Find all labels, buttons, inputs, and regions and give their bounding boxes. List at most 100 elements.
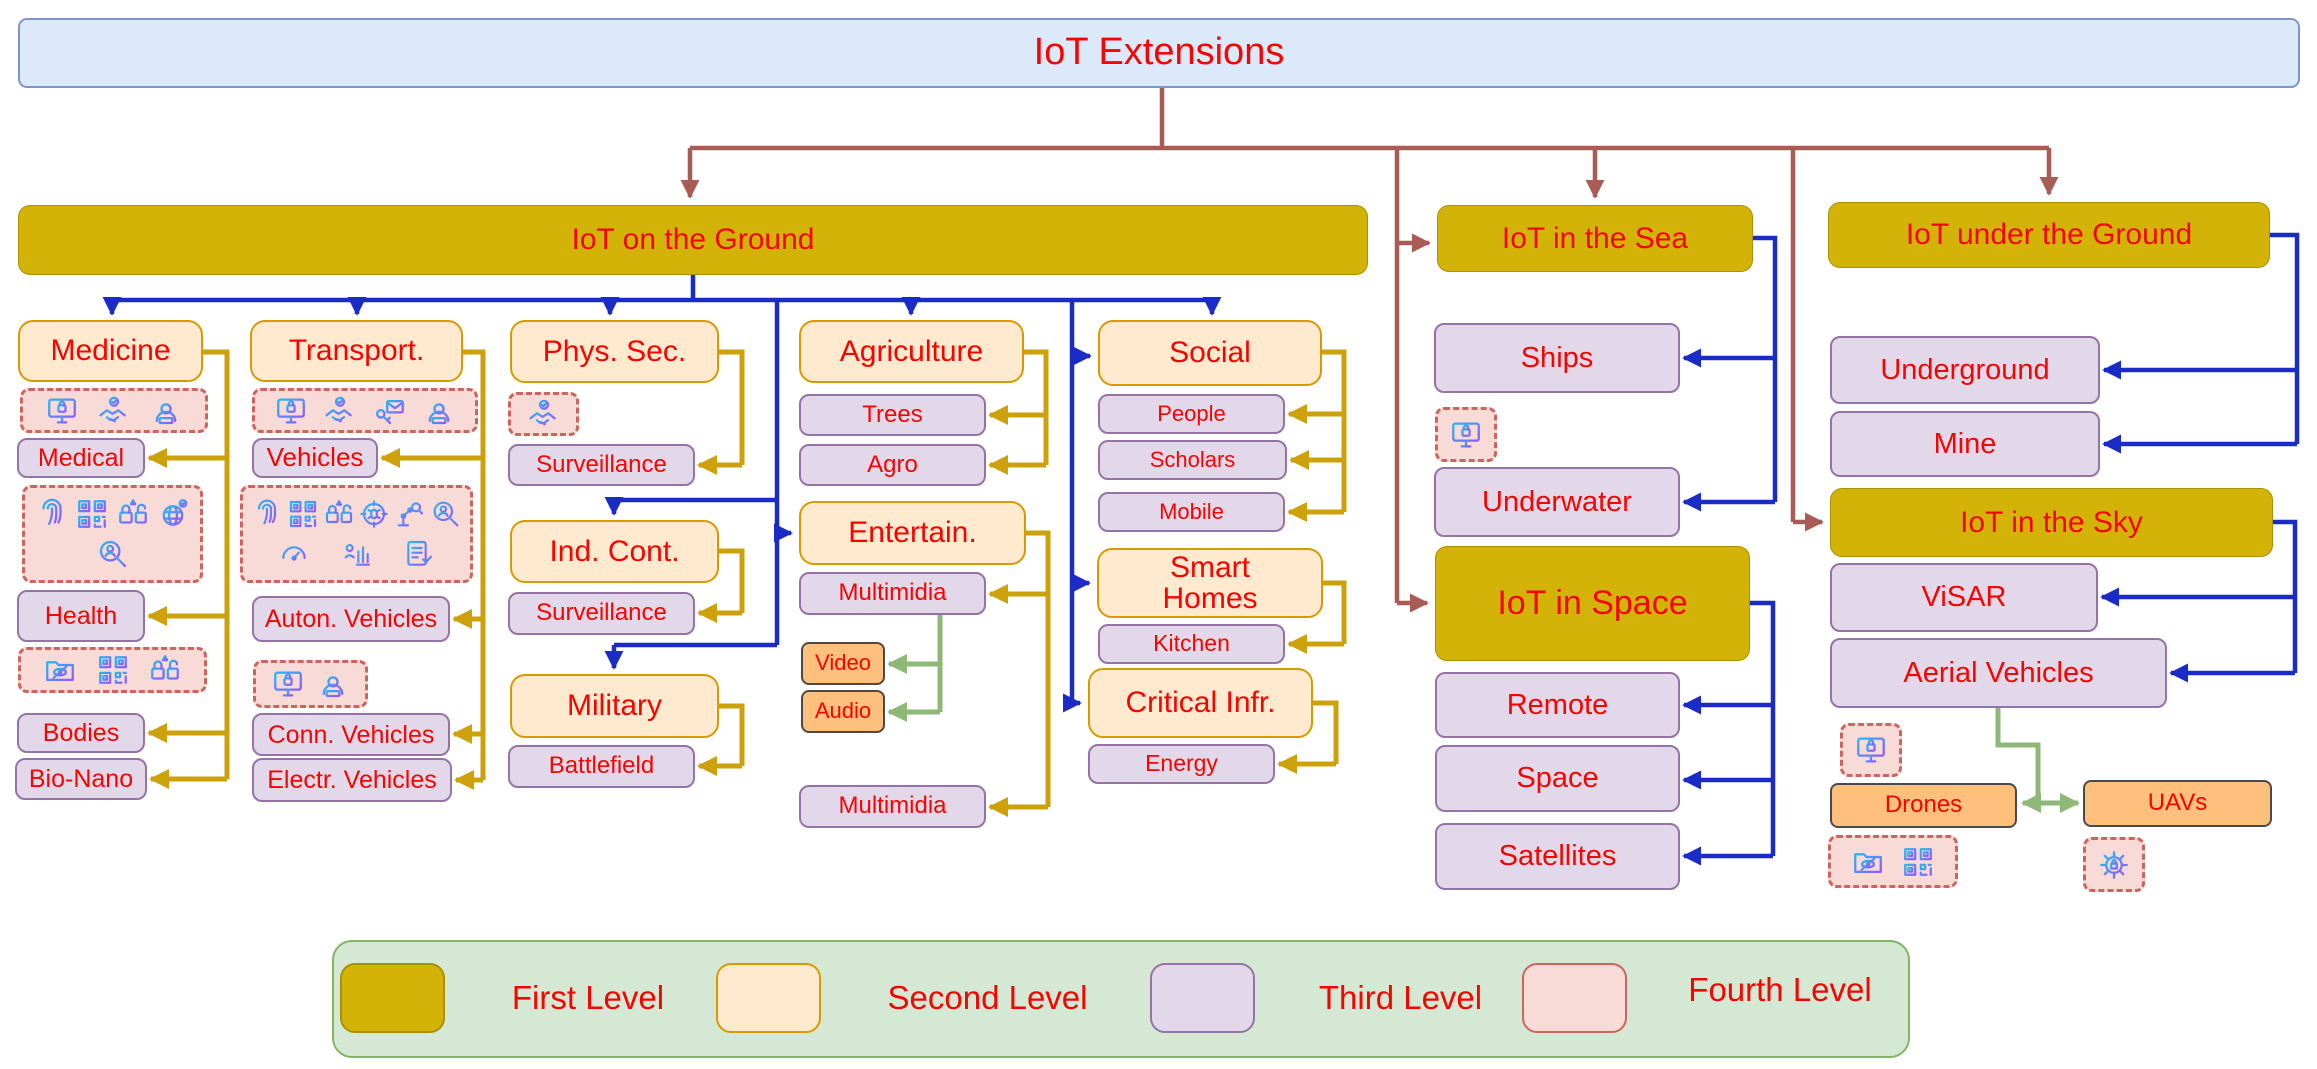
- qr-code-icon: [96, 653, 130, 687]
- node-multimidia-bottom: Multimidia: [799, 785, 986, 828]
- handshake-check-icon: [323, 394, 357, 428]
- icon-box-drones-threats: [1828, 835, 1958, 888]
- hacker-icon: [149, 394, 183, 428]
- icon-box-phys-sec: [508, 392, 579, 436]
- node-bodies: Bodies: [17, 713, 145, 753]
- node-mine: Mine: [1830, 411, 2100, 477]
- hacker-icon: [316, 667, 350, 701]
- node-video: Video: [801, 642, 885, 685]
- robot-arm-icon: [394, 498, 426, 530]
- edges-level2-blue: [102, 232, 2300, 866]
- node-aerial-vehicles: Aerial Vehicles: [1830, 638, 2167, 708]
- padlocks-warning-icon: [116, 497, 150, 531]
- icon-box-health-security: [18, 647, 207, 693]
- node-remote: Remote: [1435, 672, 1680, 738]
- edges-level3-gold: [147, 349, 1347, 817]
- key-mail-icon: [373, 394, 407, 428]
- node-trees: Trees: [799, 394, 986, 436]
- lock-computer-icon: [45, 394, 79, 428]
- node-visar: ViSAR: [1830, 563, 2098, 632]
- padlocks-warning-icon: [148, 653, 182, 687]
- fingerprint-icon: [251, 498, 283, 530]
- legend-label-first-level: First Level: [511, 979, 665, 1016]
- node-battlefield: Battlefield: [508, 745, 695, 788]
- icon-box-vehicles-security: [240, 485, 473, 583]
- node-vehicles: Vehicles: [252, 438, 378, 478]
- dashboard-icon: [278, 538, 310, 570]
- lock-computer-icon: [1854, 733, 1888, 767]
- icon-box-conn-vehicles-threats: [253, 660, 368, 708]
- node-scholars: Scholars: [1098, 440, 1287, 480]
- edges-level1-brown: [680, 88, 2059, 613]
- node-drones: Drones: [1830, 783, 2017, 828]
- node-iot-in-the-sea: IoT in the Sea: [1437, 205, 1753, 272]
- node-surveillance-ind: Surveillance: [508, 592, 695, 635]
- lock-computer-icon: [271, 667, 305, 701]
- icon-box-uavs-threats: [2083, 837, 2145, 892]
- legend-label-second-level: Second Level: [887, 979, 1088, 1016]
- node-military: Military: [510, 674, 719, 738]
- icon-box-aerial-threats: [1840, 723, 1902, 777]
- node-agriculture: Agriculture: [799, 320, 1024, 383]
- node-underground: Underground: [1830, 336, 2100, 404]
- node-phys-sec: Phys. Sec.: [510, 320, 719, 383]
- node-uavs: UAVs: [2083, 780, 2272, 827]
- handshake-check-icon: [527, 397, 561, 431]
- node-iot-under-the-ground: IoT under the Ground: [1828, 202, 2270, 268]
- legend-label-third-level: Third Level: [1318, 979, 1483, 1016]
- magnifier-user-icon: [430, 498, 462, 530]
- legend-swatch-first-level: [340, 963, 445, 1033]
- legend-swatch-second-level: [716, 963, 821, 1033]
- node-space: Space: [1435, 745, 1680, 812]
- node-health: Health: [17, 590, 145, 642]
- node-medical: Medical: [17, 438, 145, 478]
- node-kitchen: Kitchen: [1098, 624, 1285, 664]
- legend-label-fourth-level: Fourth Level: [1688, 971, 1872, 1008]
- legend-swatch-third-level: [1150, 963, 1255, 1033]
- icon-box-transport-threats: [252, 388, 478, 433]
- legend-swatch-fourth-level: [1522, 963, 1627, 1033]
- qr-code-icon: [75, 497, 109, 531]
- node-electr-vehicles: Electr. Vehicles: [252, 758, 452, 802]
- secure-globe-icon: [156, 497, 190, 531]
- qr-code-icon: [1901, 845, 1935, 879]
- bug-target-icon: [358, 498, 390, 530]
- folder-privacy-icon: [43, 653, 77, 687]
- node-iot-in-space: IoT in Space: [1435, 546, 1750, 661]
- edges-green: [887, 615, 2080, 813]
- node-people: People: [1098, 394, 1285, 434]
- lock-computer-icon: [1449, 418, 1483, 452]
- padlocks-warning-icon: [323, 498, 355, 530]
- node-entertain: Entertain.: [799, 501, 1026, 565]
- node-iot-in-the-sky: IoT in the Sky: [1830, 488, 2273, 557]
- folder-privacy-icon: [1851, 845, 1885, 879]
- icon-box-medicine-threats: [20, 388, 208, 433]
- magnifier-user-icon: [96, 537, 130, 571]
- node-critical-infr: Critical Infr.: [1088, 668, 1313, 738]
- node-iot-extensions: IoT Extensions: [18, 18, 2300, 88]
- icon-box-underwater-threats: [1435, 407, 1497, 462]
- fingerprint-icon: [35, 497, 69, 531]
- node-auton-vehicles: Auton. Vehicles: [252, 596, 450, 642]
- node-iot-on-the-ground: IoT on the Ground: [18, 205, 1368, 275]
- lock-computer-icon: [274, 394, 308, 428]
- node-energy: Energy: [1088, 744, 1275, 784]
- node-conn-vehicles: Conn. Vehicles: [252, 713, 450, 756]
- node-agro: Agro: [799, 444, 986, 486]
- qr-code-icon: [287, 498, 319, 530]
- analyst-chart-icon: [341, 538, 373, 570]
- node-multimidia-top: Multimidia: [799, 572, 986, 615]
- node-audio: Audio: [801, 690, 885, 733]
- node-smart-homes: Smart Homes: [1097, 548, 1323, 618]
- node-mobile: Mobile: [1098, 492, 1285, 532]
- node-surveillance-phys: Surveillance: [508, 444, 695, 486]
- node-ind-cont: Ind. Cont.: [510, 520, 719, 583]
- hacker-icon: [422, 394, 456, 428]
- node-medicine: Medicine: [18, 320, 203, 382]
- node-ships: Ships: [1434, 323, 1680, 393]
- node-social: Social: [1098, 320, 1322, 386]
- legend: [332, 940, 1910, 1058]
- checklist-icon: [403, 538, 435, 570]
